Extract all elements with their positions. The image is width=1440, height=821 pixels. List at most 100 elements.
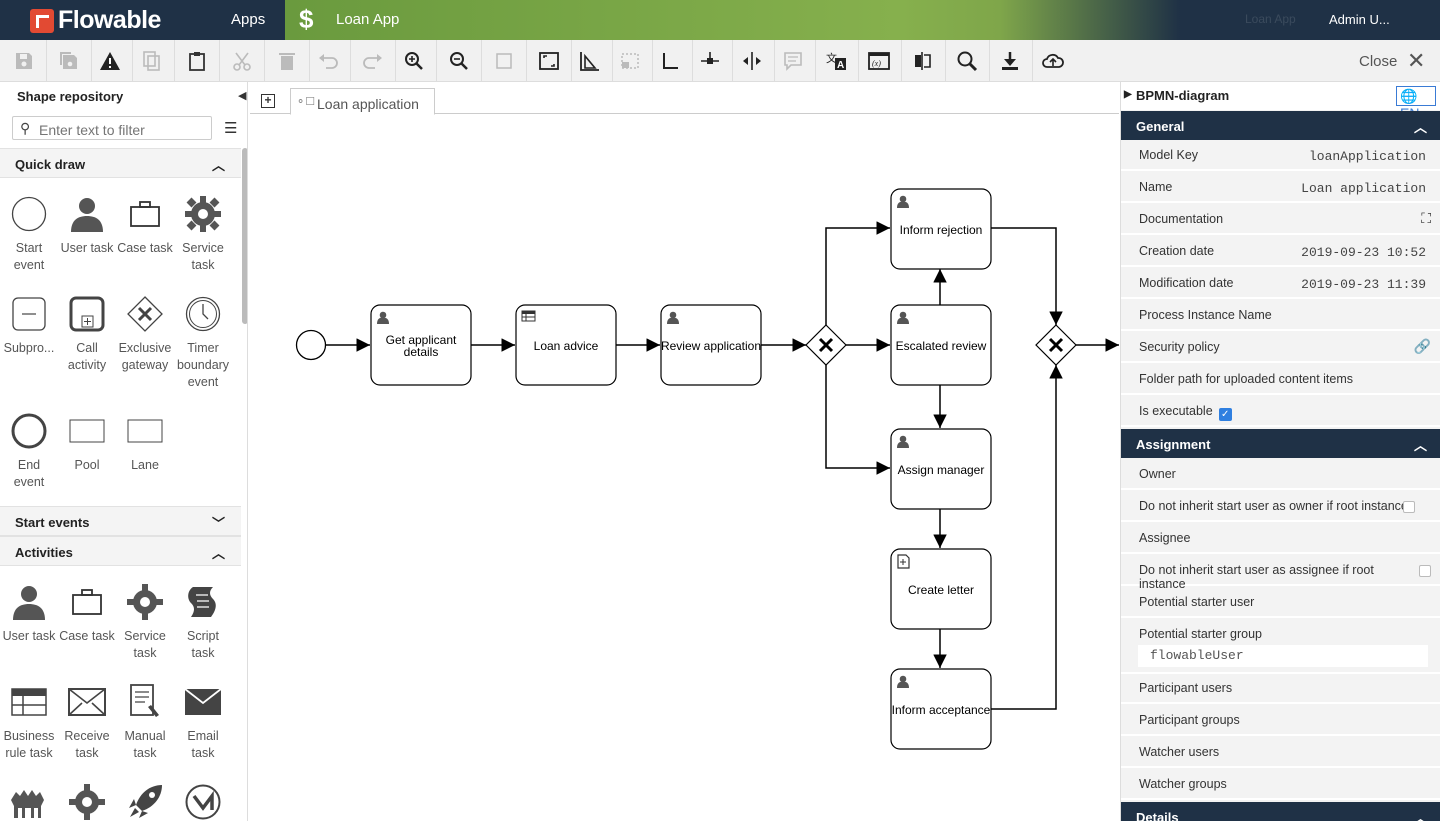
property-process-instance-name[interactable]: Process Instance Name — [1121, 300, 1440, 331]
cut-icon[interactable] — [220, 40, 265, 81]
redo-icon[interactable] — [351, 40, 396, 81]
property-no-inherit-assignee[interactable]: Do not inherit start user as assignee if… — [1121, 555, 1440, 591]
tab-loan-application[interactable]: ⚬☐Loan application — [290, 88, 435, 115]
property-security-policy[interactable]: Security policy🔗 — [1121, 332, 1440, 363]
validate-icon[interactable] — [88, 40, 133, 81]
section-general[interactable]: General︿ — [1121, 111, 1440, 140]
caret-right-icon[interactable]: ▶ — [1124, 89, 1132, 100]
publish-icon[interactable] — [1030, 40, 1075, 81]
shape-filter-input[interactable] — [12, 116, 212, 140]
apps-menu[interactable]: Apps — [231, 11, 266, 28]
property-is-executable[interactable]: Is executable✓ — [1121, 396, 1440, 427]
group-start-events[interactable]: Start events﹀ — [0, 506, 241, 536]
expand-icon[interactable]: ⛶ — [1421, 210, 1431, 226]
group-quick-draw[interactable]: Quick draw︿ — [0, 148, 241, 178]
save-icon[interactable] — [2, 40, 47, 81]
paste-icon[interactable] — [175, 40, 220, 81]
align-icon[interactable] — [608, 40, 653, 81]
shape-case-task[interactable]: Case task — [58, 580, 116, 645]
close-label[interactable]: Close — [1359, 53, 1398, 70]
shape-lane[interactable]: Lane — [116, 409, 174, 474]
gear-icon[interactable] — [58, 780, 116, 821]
language-selector[interactable]: 🌐EN — [1396, 86, 1436, 121]
property-no-inherit-owner[interactable]: Do not inherit start user as owner if ro… — [1121, 491, 1440, 522]
task-escalated-review: Escalated review — [890, 304, 992, 386]
no-inherit-assignee-checkbox[interactable] — [1419, 565, 1431, 577]
shape-subprocess[interactable]: Subpro... — [0, 292, 58, 357]
property-assignee[interactable]: Assignee — [1121, 523, 1440, 554]
zoom-out-icon[interactable] — [437, 40, 482, 81]
comment-icon[interactable] — [771, 40, 816, 81]
business-rule-icon — [521, 310, 536, 322]
shape-pool[interactable]: Pool — [58, 409, 116, 474]
bend-icon[interactable] — [648, 40, 693, 81]
zoom-fit-icon[interactable] — [527, 40, 572, 81]
scrollbar[interactable] — [242, 148, 247, 324]
copy-icon[interactable] — [130, 40, 175, 81]
rocket-icon[interactable] — [116, 780, 174, 821]
zoom-actual-icon[interactable] — [482, 40, 527, 81]
shape-case-task[interactable]: Case task — [116, 192, 174, 257]
center-icon[interactable] — [688, 40, 733, 81]
link-icon[interactable]: 🔗 — [1413, 338, 1431, 354]
variables-icon[interactable]: (x) — [857, 40, 902, 81]
property-owner[interactable]: Owner — [1121, 459, 1440, 490]
property-folder-path[interactable]: Folder path for uploaded content items — [1121, 364, 1440, 395]
property-potential-starter-user[interactable]: Potential starter user — [1121, 587, 1440, 618]
collapse-panel-icon[interactable]: ◀ — [238, 90, 247, 102]
flowable-logo[interactable]: Flowable — [30, 6, 161, 35]
shape-user-task[interactable]: User task — [58, 192, 116, 257]
property-participant-users[interactable]: Participant users — [1121, 673, 1440, 704]
shape-user-task[interactable]: User task — [0, 580, 58, 645]
svg-text:Loan advice: Loan advice — [534, 339, 599, 353]
user-menu[interactable]: Admin U... — [1329, 12, 1390, 27]
save-as-icon[interactable] — [47, 40, 92, 81]
no-inherit-owner-checkbox[interactable] — [1403, 501, 1415, 513]
diagram-canvas[interactable]: + ⚬☐Loan application Get applicant — [250, 82, 1119, 821]
add-tab-icon[interactable]: + — [261, 94, 275, 108]
list-view-icon[interactable]: ☰ — [224, 120, 238, 137]
zoom-in-icon[interactable] — [392, 40, 437, 81]
property-watcher-users[interactable]: Watcher users — [1121, 737, 1440, 768]
property-documentation[interactable]: Documentation⛶ — [1121, 204, 1440, 235]
starter-group-value[interactable]: flowableUser — [1138, 645, 1428, 667]
property-watcher-groups[interactable]: Watcher groups — [1121, 769, 1440, 800]
close-icon[interactable]: ✕ — [1407, 48, 1426, 73]
distribute-icon[interactable] — [730, 40, 775, 81]
editor-tab-bar: + ⚬☐Loan application — [250, 82, 1119, 115]
mule-icon[interactable] — [174, 780, 232, 821]
svg-text:Assign manager: Assign manager — [898, 463, 985, 477]
camel-icon[interactable] — [0, 780, 58, 821]
section-assignment[interactable]: Assignment︿ — [1121, 429, 1440, 458]
download-icon[interactable] — [988, 40, 1033, 81]
undo-icon[interactable] — [306, 40, 351, 81]
app-name[interactable]: Loan App — [336, 11, 400, 28]
group-activities[interactable]: Activities︿ — [0, 536, 241, 566]
properties-title: ▶BPMN-diagram — [1121, 82, 1440, 110]
executable-checkbox[interactable]: ✓ — [1218, 408, 1232, 421]
property-participant-groups[interactable]: Participant groups — [1121, 705, 1440, 736]
compare-icon[interactable] — [901, 40, 946, 81]
delete-icon[interactable] — [265, 40, 310, 81]
section-details[interactable]: Details︿ — [1121, 802, 1440, 821]
align-horizontal-icon[interactable] — [568, 40, 613, 81]
search-icon[interactable] — [945, 40, 990, 81]
